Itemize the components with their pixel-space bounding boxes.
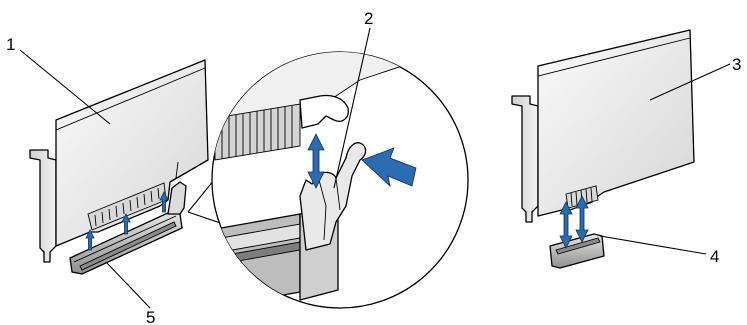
magnified-detail-circle — [200, 40, 468, 308]
x16-card-board — [56, 60, 208, 246]
callout-4: 4 — [710, 247, 719, 266]
callout-1: 1 — [6, 35, 15, 54]
callout-5-leader — [106, 262, 150, 308]
pci-express-x16-card — [30, 60, 208, 262]
callout-5: 5 — [146, 308, 155, 325]
callout-4-leader — [600, 236, 706, 254]
callout-1-leader — [20, 50, 110, 124]
x16-card-bracket — [30, 150, 56, 262]
x16-slot-latch — [168, 182, 186, 214]
x1-card-board — [538, 30, 694, 216]
pci-express-x1-card-slot — [550, 234, 604, 268]
x1-card-bracket — [512, 96, 538, 222]
callout-2: 2 — [364, 9, 373, 28]
callout-3: 3 — [732, 55, 741, 74]
pci-express-x1-card — [512, 30, 694, 222]
